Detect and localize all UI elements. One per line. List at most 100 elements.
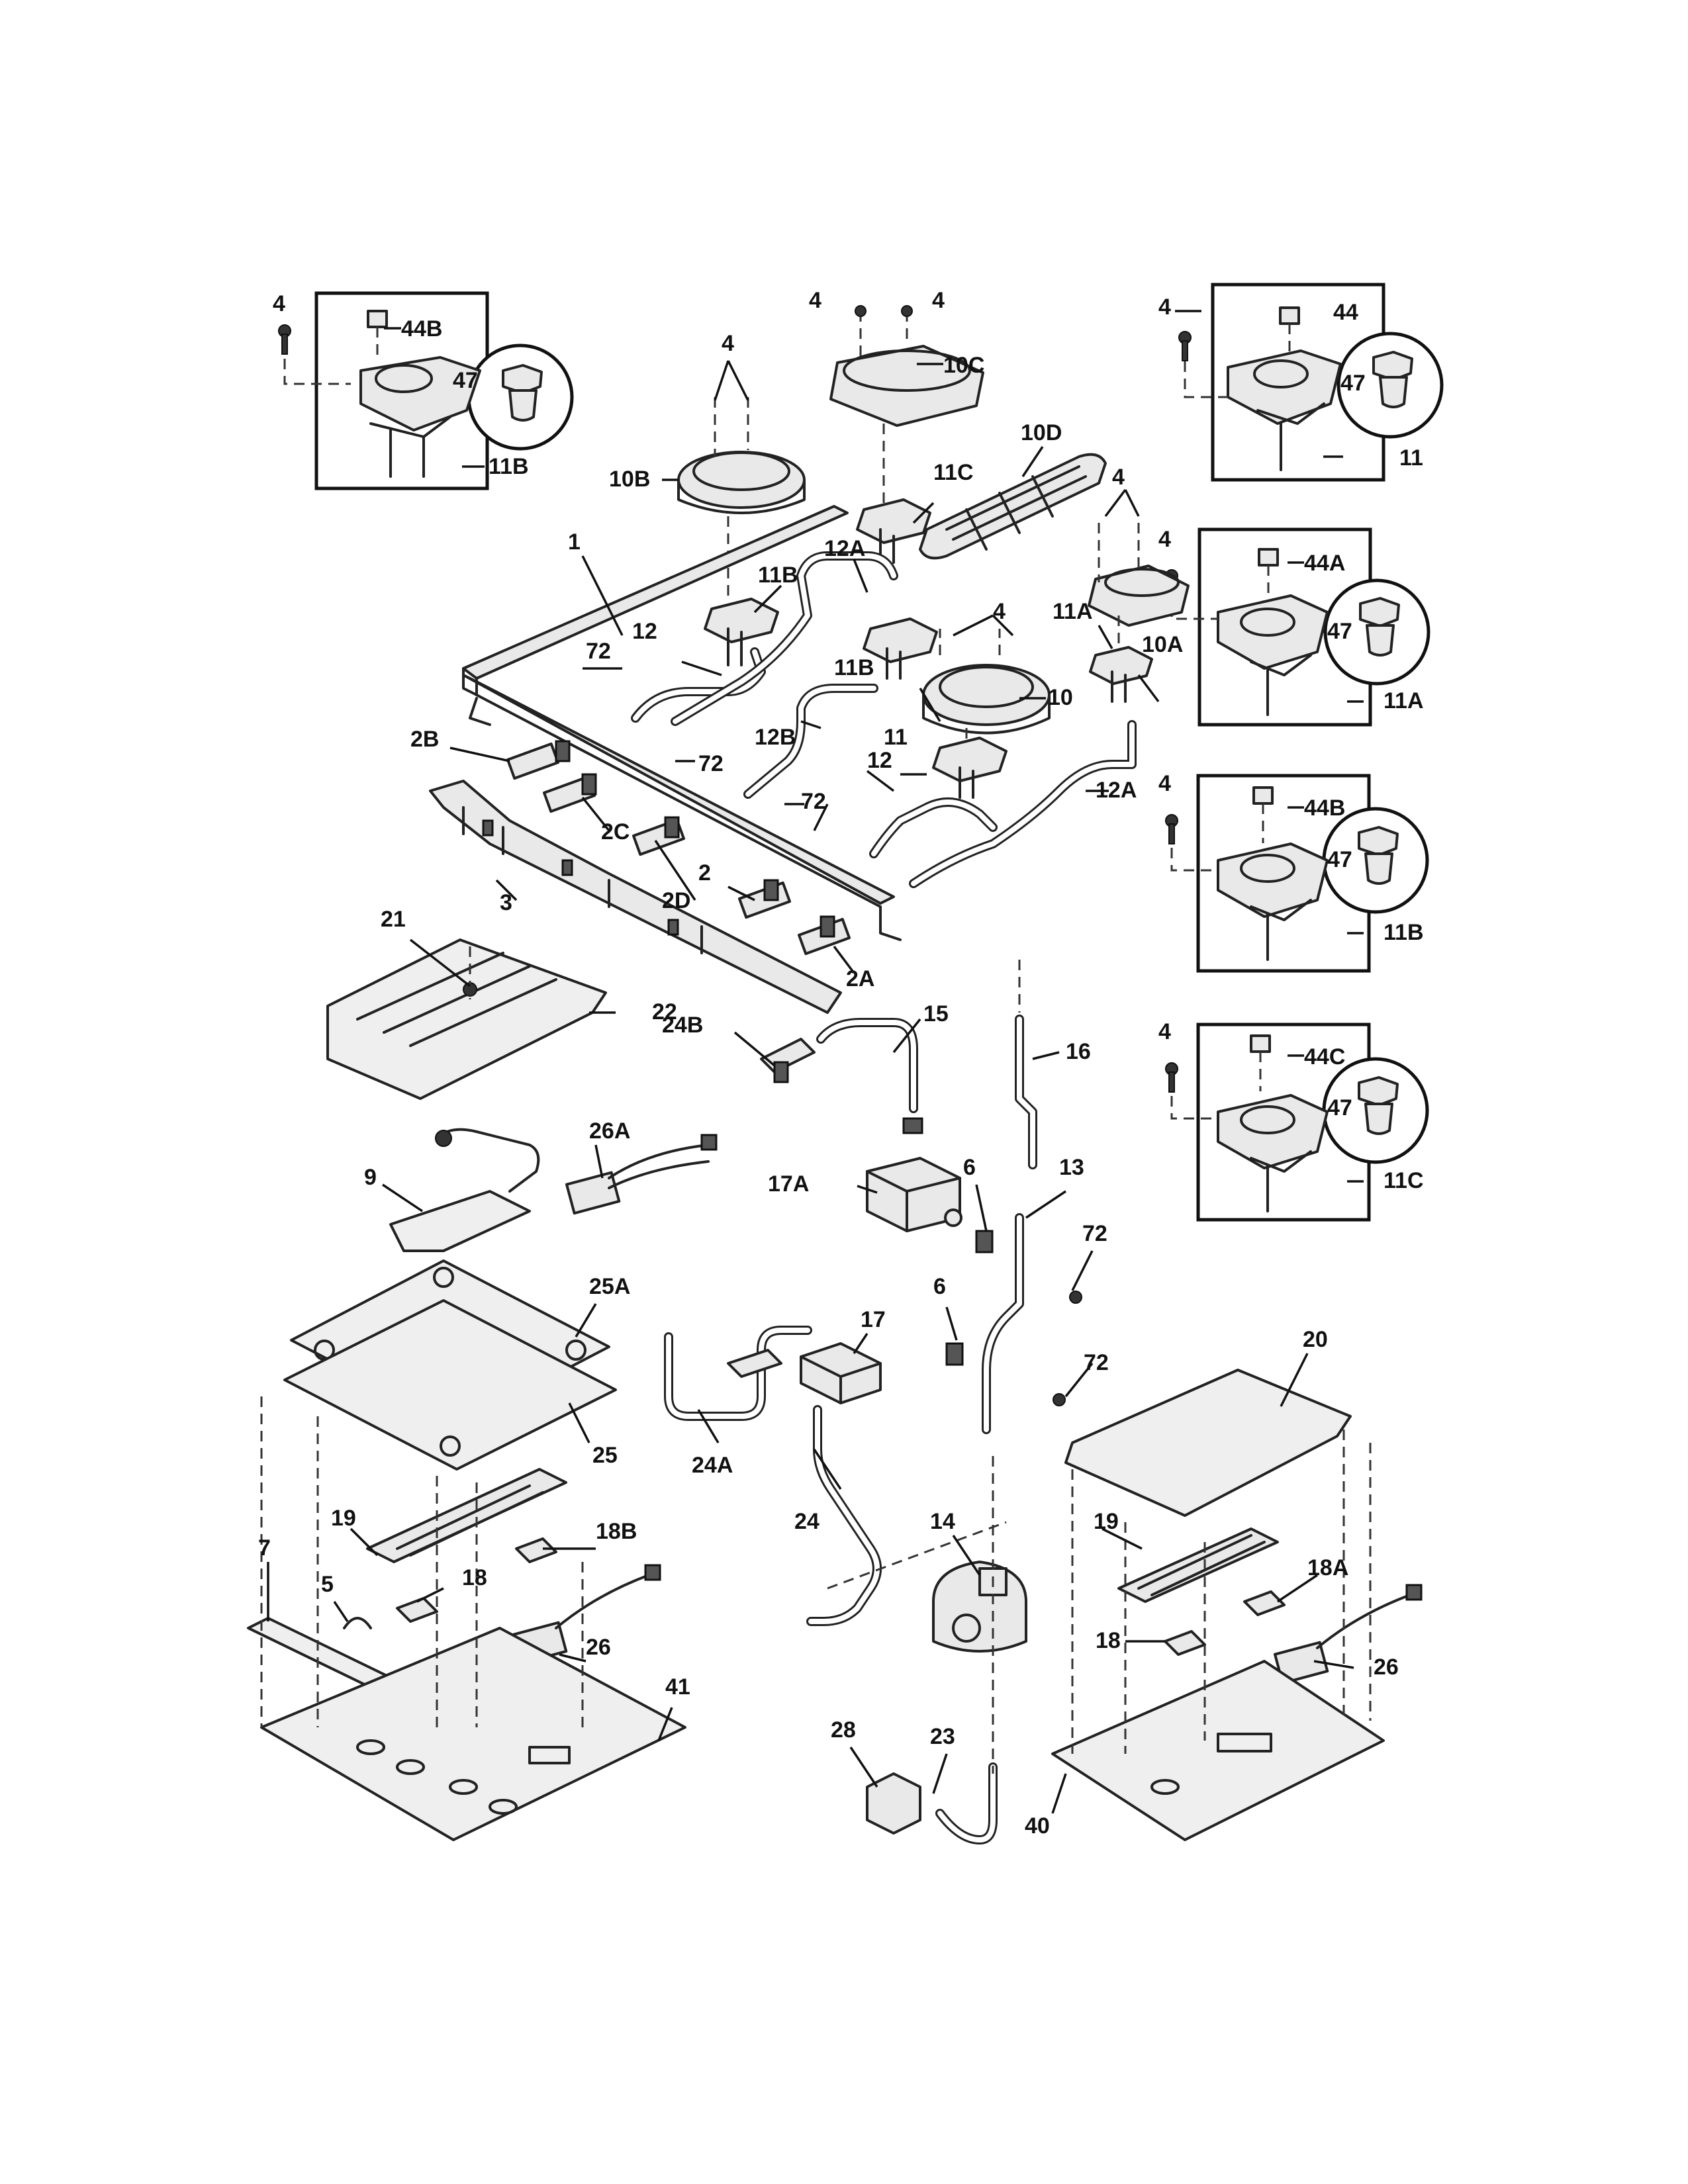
callout-72: 72 [698, 751, 724, 776]
callout-44B: 44B [1304, 796, 1345, 821]
igniter-24A [664, 1326, 812, 1421]
callout-18: 18 [462, 1565, 487, 1590]
callout-12A: 12A [1096, 778, 1137, 803]
burner-base-11C [856, 498, 931, 564]
callout-2D: 2D [662, 888, 690, 913]
bracket-18B [515, 1537, 557, 1563]
valve-2B [506, 740, 571, 780]
callout-28: 28 [831, 1717, 856, 1743]
callout-10A: 10A [1142, 632, 1183, 657]
callout-11B: 11B [758, 563, 798, 588]
screw-icon [278, 324, 1192, 1093]
callout-11C: 11C [1383, 1168, 1424, 1193]
detail-box-11B-top-left [283, 291, 574, 490]
callout-44B: 44B [401, 316, 442, 341]
regulator-line-15 [816, 1018, 923, 1134]
callout-17: 17 [861, 1307, 886, 1332]
callout-11C: 11C [933, 460, 974, 485]
callout-6: 6 [963, 1155, 976, 1180]
callout-4: 4 [273, 291, 285, 316]
callout-1: 1 [568, 529, 581, 555]
callout-47: 47 [1327, 619, 1352, 644]
fitting-6 [945, 1230, 994, 1366]
burner-head-10 [922, 614, 1051, 735]
callout-25: 25 [592, 1443, 618, 1468]
dash-line [1071, 1430, 1372, 1754]
burner-base-11 [932, 728, 1008, 799]
shield-22 [326, 938, 607, 1100]
callout-2: 2 [698, 860, 711, 886]
callout-4: 4 [809, 288, 821, 313]
tube-16 [1015, 1015, 1037, 1169]
callout-72: 72 [801, 789, 826, 814]
callout-4: 4 [722, 331, 734, 356]
callout-3: 3 [500, 890, 512, 915]
callout-2B: 2B [410, 727, 439, 752]
callout-7: 7 [258, 1535, 271, 1561]
callout-4: 4 [993, 599, 1006, 624]
callout-15: 15 [923, 1001, 949, 1026]
callout-23: 23 [930, 1724, 955, 1749]
callout-12A: 12A [824, 536, 865, 561]
callout-24: 24 [794, 1509, 820, 1534]
callout-10: 10 [1048, 685, 1073, 710]
detail-box-11A-right [1170, 527, 1430, 727]
callout-26A: 26A [589, 1118, 630, 1144]
callout-26: 26 [1374, 1655, 1399, 1680]
callout-12B: 12B [755, 725, 796, 750]
burner-cover-20 [1064, 1369, 1352, 1517]
callout-18: 18 [1096, 1628, 1121, 1653]
leader-lines [267, 310, 1364, 1814]
burner-base-11B-mid [863, 617, 938, 680]
callout-21: 21 [381, 907, 406, 932]
callout-2A: 2A [846, 966, 874, 991]
callout-10B: 10B [609, 467, 650, 492]
callout-10C: 10C [943, 353, 984, 378]
callout-4: 4 [1112, 465, 1125, 490]
callout-44A: 44A [1304, 551, 1345, 576]
callout-16: 16 [1066, 1039, 1091, 1064]
callout-11A: 11A [1383, 688, 1424, 713]
manifold-bracket-1 [462, 505, 902, 941]
callout-4: 4 [932, 288, 945, 313]
callout-11B: 11B [489, 454, 529, 479]
detail-box-11-top-right [1184, 283, 1444, 482]
bracket-18-left [396, 1597, 438, 1623]
callout-44C: 44C [1304, 1044, 1345, 1069]
valve-channel-3 [429, 780, 842, 1014]
callout-19: 19 [331, 1506, 356, 1531]
dash-line [827, 960, 1021, 1774]
pressure-regulator-14 [932, 1561, 1027, 1653]
callout-44: 44 [1333, 300, 1358, 325]
callout-47: 47 [1327, 1095, 1352, 1120]
callout-11B: 11B [834, 655, 874, 680]
valve-2A [797, 915, 851, 956]
callout-10D: 10D [1021, 420, 1062, 445]
callout-14: 14 [930, 1509, 955, 1534]
callout-17A: 17A [768, 1171, 809, 1197]
wire-harness-26-right [1274, 1584, 1423, 1685]
callout-72: 72 [586, 639, 611, 664]
valve-2 [737, 879, 792, 919]
callout-19: 19 [1094, 1509, 1119, 1534]
bracket-18A [1243, 1590, 1286, 1616]
callout-11B: 11B [1383, 920, 1424, 945]
callout-6: 6 [933, 1274, 946, 1299]
burner-head-10A [1088, 488, 1190, 627]
callout-18A: 18A [1307, 1555, 1348, 1580]
tube-13 [982, 1213, 1024, 1434]
callout-41: 41 [665, 1674, 690, 1700]
detail-box-11C-right [1170, 1023, 1429, 1222]
gas-tubes [631, 551, 1137, 888]
burner-head-10B [677, 360, 806, 514]
dash-line [260, 1396, 584, 1734]
burner-cover-25 [283, 1299, 617, 1471]
callout-22: 22 [652, 999, 677, 1024]
callout-72: 72 [1082, 1221, 1107, 1246]
callout-11: 11 [1399, 445, 1423, 471]
oven-bottom-40 [1051, 1660, 1385, 1841]
callout-9: 9 [364, 1165, 377, 1190]
detail-box-11B-right [1170, 774, 1429, 973]
callout-labels: 4 44B 47 11B 4 4 10C 4 10D 11C 10B 1 11B… [258, 288, 1424, 1839]
callout-25A: 25A [589, 1274, 630, 1299]
